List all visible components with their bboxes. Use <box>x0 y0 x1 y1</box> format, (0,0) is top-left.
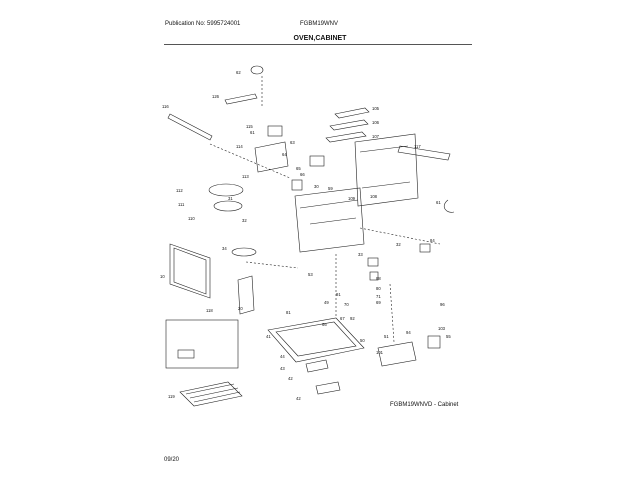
part-bottom-tray <box>267 317 365 363</box>
callout-label: 119 <box>168 394 175 399</box>
callout-label: 30 <box>314 184 319 189</box>
callout-label: 32 <box>396 242 401 247</box>
callout-label: 91 <box>336 292 341 297</box>
part-cabinet-back <box>354 133 419 207</box>
callout-label: 113 <box>242 174 249 179</box>
footer-date: 09/20 <box>164 457 180 463</box>
part-bottom-vent <box>305 359 329 373</box>
part-roller-ring <box>213 200 243 212</box>
callout-label: 112 <box>176 188 183 193</box>
part-vent-grille <box>167 113 213 141</box>
part-kit-box <box>165 319 239 369</box>
part-side-panel <box>237 275 255 315</box>
part-control-housing <box>254 141 289 173</box>
callout-label: 66 <box>300 172 305 177</box>
callout-label: 44 <box>280 354 285 359</box>
callout-label: 32 <box>242 218 247 223</box>
part-wire-harness <box>443 199 455 213</box>
diagram-caption: FGBM19WNVD - Cabinet <box>390 402 459 408</box>
callout-label: 42 <box>288 376 293 381</box>
callout-label: 111 <box>178 202 185 207</box>
callout-label: 63 <box>290 140 295 145</box>
callout-label: 31 <box>228 196 233 201</box>
callout-label: 107 <box>372 134 380 139</box>
part-blower <box>267 125 283 137</box>
callout-label: 101 <box>376 350 384 355</box>
part-oven-rack <box>179 381 243 407</box>
section-title: OVEN,CABINET <box>293 35 347 42</box>
callout-label: 49 <box>324 300 329 305</box>
callout-label: 71 <box>376 294 381 299</box>
part-right-rail <box>397 145 451 161</box>
callout-label: 10 <box>160 274 165 279</box>
callout-label: 115 <box>246 124 253 129</box>
callout-label: 51 <box>384 334 389 339</box>
callout-label: 53 <box>308 272 313 277</box>
publication-number: Publication No: 5995724001 <box>165 21 241 27</box>
callout-label: 66 <box>322 322 327 327</box>
callout-label: 103 <box>438 326 446 331</box>
callout-label: 50 <box>360 338 365 343</box>
callout-label: 116 <box>162 104 169 109</box>
callout-label: 20 <box>238 306 243 311</box>
callout-label: 33 <box>358 252 363 257</box>
callout-label: 92 <box>350 316 355 321</box>
callout-label: 105 <box>372 106 380 111</box>
callout-label: 117 <box>414 144 421 149</box>
part-door <box>169 243 211 299</box>
callout-label: 62 <box>236 70 241 75</box>
part-gasket <box>231 247 257 257</box>
callout-label: 81 <box>286 310 291 315</box>
callout-label: 34 <box>222 246 227 251</box>
callout-label: 88 <box>376 276 381 281</box>
model-number: FGBM19WNV <box>300 21 339 27</box>
part-top-bracket <box>334 107 370 119</box>
callout-label: 110 <box>188 216 195 221</box>
part-turntable <box>208 183 244 197</box>
callout-label: 42 <box>296 396 301 401</box>
part-grease-filter <box>224 93 258 105</box>
callout-label: 108 <box>370 194 378 199</box>
callout-label: 70 <box>344 302 349 307</box>
callout-label: 109 <box>348 196 356 201</box>
callout-label: 43 <box>280 366 285 371</box>
callout-label: 65 <box>296 166 301 171</box>
callout-label: 69 <box>376 300 381 305</box>
part-light-bulb <box>250 65 264 75</box>
part-magnetron <box>377 341 417 367</box>
callout-label: 67 <box>340 316 345 321</box>
callout-label: 126 <box>212 94 220 99</box>
callout-label: 55 <box>446 334 451 339</box>
callout-label: 41 <box>266 334 271 339</box>
callout-label: 106 <box>372 120 380 125</box>
callout-label: 61 <box>436 200 441 205</box>
title-rule <box>164 44 472 45</box>
callout-label: 118 <box>206 308 213 313</box>
callout-label: 114 <box>236 144 243 149</box>
callout-label: 80 <box>376 286 381 291</box>
callout-label: 64 <box>282 152 287 157</box>
part-motor <box>309 155 325 167</box>
callout-label: 59 <box>328 186 333 191</box>
part-switch <box>419 243 431 253</box>
callout-label: 84 <box>430 238 435 243</box>
callout-label: 61 <box>250 130 255 135</box>
callout-label: 96 <box>440 302 445 307</box>
callout-label: 94 <box>406 330 411 335</box>
part-oven-cavity <box>294 187 365 253</box>
